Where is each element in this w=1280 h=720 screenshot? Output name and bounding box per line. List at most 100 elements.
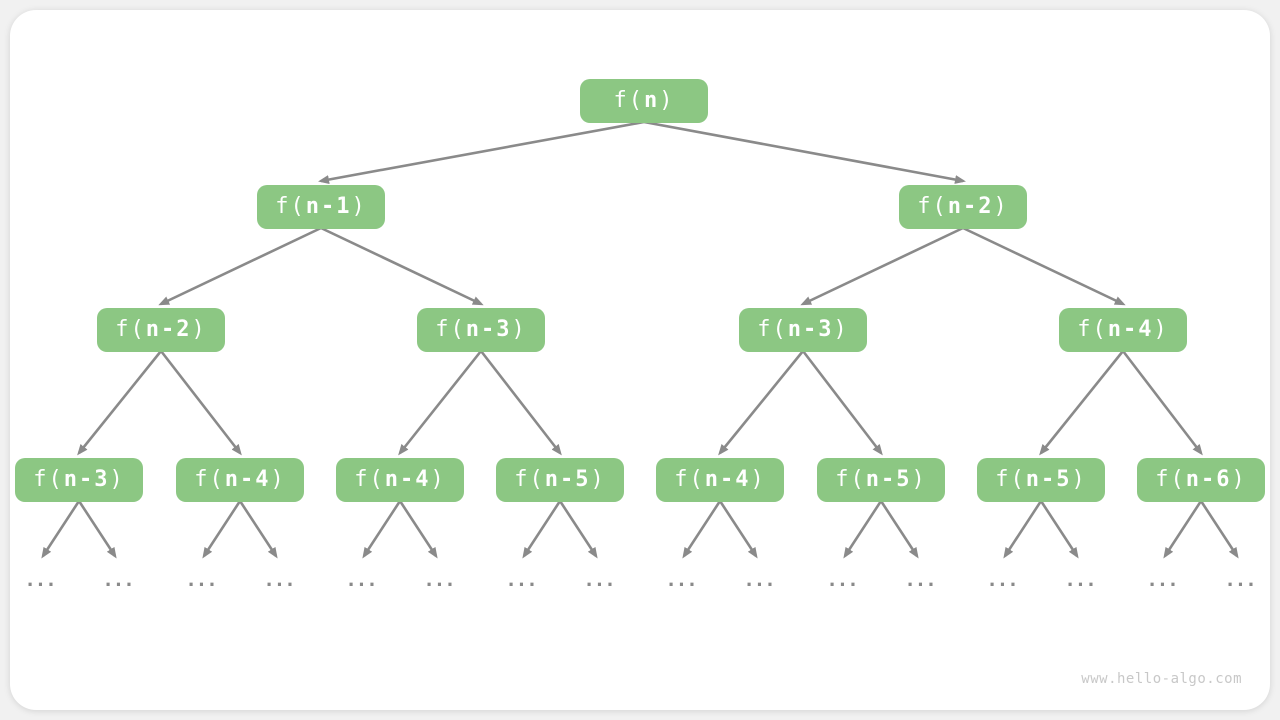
edge-arrow: [879, 500, 919, 559]
edge-arrow: [1121, 350, 1203, 456]
node-label-pre: f(: [674, 467, 705, 492]
node-label-post: ): [430, 467, 446, 492]
edge-arrow: [77, 350, 163, 456]
edges-level-4: [41, 500, 1239, 559]
edge-arrow: [1199, 500, 1239, 559]
node-label-pre: f(: [115, 317, 146, 342]
node-label-post: ): [511, 317, 527, 342]
ellipsis-leaf: ...: [904, 569, 936, 591]
node-label-pre: f(: [613, 88, 644, 113]
edge-arrow: [159, 350, 242, 456]
node-label-pre: f(: [1155, 467, 1186, 492]
edge-arrow: [77, 500, 117, 559]
node-label-post: ): [1153, 317, 1169, 342]
ellipsis-leaf: ...: [505, 569, 537, 591]
edge-arrow: [398, 500, 438, 559]
node-label-pre: f(: [1077, 317, 1108, 342]
node-label-var: n-4: [384, 467, 431, 492]
node-label-var: n-5: [544, 467, 591, 492]
node-label-pre: f(: [917, 194, 948, 219]
edge-arrow: [362, 500, 402, 559]
edge-arrow: [718, 500, 758, 559]
edge-arrow: [1003, 500, 1043, 559]
tree-node: f(n-4): [1059, 308, 1187, 352]
tree-node: f(n-3): [417, 308, 545, 352]
edge-arrow: [643, 120, 966, 184]
node-label-post: ): [590, 467, 606, 492]
edge-arrow: [479, 350, 562, 456]
node-label-var: n-4: [704, 467, 751, 492]
edge-arrow: [522, 500, 562, 559]
node-label-post: ): [1071, 467, 1087, 492]
tree-node: f(n-2): [899, 185, 1027, 229]
edge-arrow: [843, 500, 883, 559]
edge-arrow: [41, 500, 81, 559]
node-label-var: n-1: [305, 194, 352, 219]
tree-node: f(n-4): [176, 458, 304, 502]
node-label-pre: f(: [757, 317, 788, 342]
edge-arrow: [800, 226, 964, 306]
node-label-post: ): [659, 88, 675, 113]
tree-node: f(n-5): [496, 458, 624, 502]
edge-arrow: [962, 226, 1126, 306]
node-label-var: n-2: [947, 194, 994, 219]
edge-arrow: [202, 500, 242, 559]
node-label-post: ): [750, 467, 766, 492]
node-label-var: n-2: [145, 317, 192, 342]
node-label-pre: f(: [354, 467, 385, 492]
tree-node: f(n-5): [977, 458, 1105, 502]
node-label-pre: f(: [435, 317, 466, 342]
node-label-post: ): [1231, 467, 1247, 492]
node-label-var: n-4: [1107, 317, 1154, 342]
ellipsis-leaf: ...: [743, 569, 775, 591]
tree-node: f(n-4): [336, 458, 464, 502]
edges-level-2: [158, 226, 1126, 306]
node-label-pre: f(: [275, 194, 306, 219]
tree-node: f(n-3): [739, 308, 867, 352]
ellipsis-leaf: ...: [345, 569, 377, 591]
edge-arrow: [682, 500, 722, 559]
node-label-var: n-6: [1185, 467, 1232, 492]
node-label-post: ): [270, 467, 286, 492]
ellipsis-leaf: ...: [1064, 569, 1096, 591]
node-label-pre: f(: [835, 467, 866, 492]
watermark: www.hello-algo.com: [1081, 671, 1242, 687]
ellipsis-leaf: ...: [423, 569, 455, 591]
tree-node: f(n-3): [15, 458, 143, 502]
tree-node-root: f(n): [580, 79, 708, 123]
edge-arrow: [158, 226, 322, 306]
tree-node: f(n-4): [656, 458, 784, 502]
node-label-pre: f(: [33, 467, 64, 492]
tree-node: f(n-6): [1137, 458, 1265, 502]
tree-node: f(n-2): [97, 308, 225, 352]
edge-arrow: [320, 226, 484, 306]
ellipsis-leaf: ...: [665, 569, 697, 591]
node-label-var: n-5: [1025, 467, 1072, 492]
edge-arrow: [1039, 500, 1079, 559]
node-label-var: n-3: [787, 317, 834, 342]
edge-arrow: [238, 500, 278, 559]
edge-arrow: [1163, 500, 1203, 559]
ellipsis-leaf: ...: [185, 569, 217, 591]
ellipsis-leaf: ...: [826, 569, 858, 591]
edges-level-3: [77, 350, 1203, 456]
edge-arrow: [398, 350, 483, 456]
edge-arrow: [318, 120, 645, 184]
ellipsis-leaf: ...: [1146, 569, 1178, 591]
node-label-var: n-3: [465, 317, 512, 342]
ellipsis-leaf: ...: [263, 569, 295, 591]
tree-node: f(n-1): [257, 185, 385, 229]
edge-arrow: [558, 500, 598, 559]
node-label-var: n: [644, 88, 660, 113]
diagram-canvas: [10, 10, 1270, 710]
node-label-post: ): [993, 194, 1009, 219]
node-label-post: ): [109, 467, 125, 492]
node-label-post: ): [833, 317, 849, 342]
edges-level-1: [318, 120, 966, 184]
node-label-pre: f(: [194, 467, 225, 492]
ellipsis-leaf: ...: [986, 569, 1018, 591]
node-label-post: ): [911, 467, 927, 492]
tree-node: f(n-5): [817, 458, 945, 502]
